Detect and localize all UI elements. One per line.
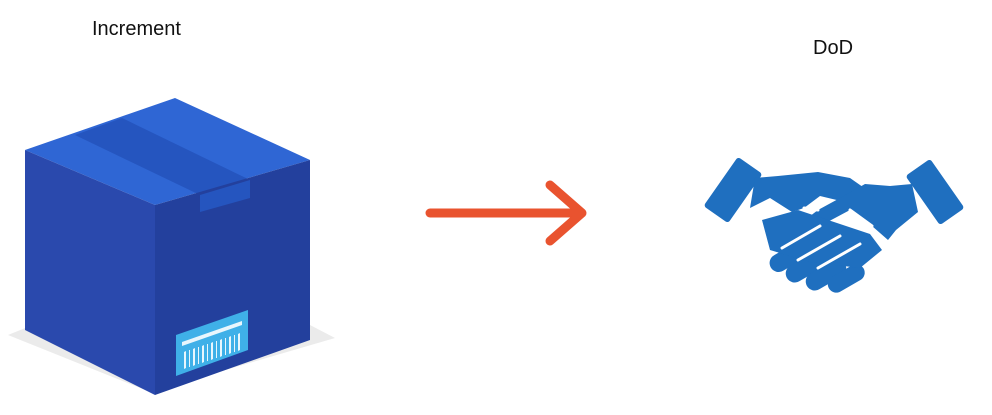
box-tape	[75, 118, 250, 195]
right-cuff	[906, 159, 964, 225]
right-arrow-icon	[425, 180, 587, 246]
left-cuff	[704, 157, 762, 223]
box-front-face	[25, 150, 155, 395]
box-side-tape	[200, 180, 250, 212]
barcode-label	[176, 310, 248, 376]
package-box-icon	[8, 98, 335, 395]
increment-label: Increment	[92, 18, 181, 40]
fingers	[762, 210, 882, 293]
left-hand	[750, 172, 870, 212]
arrow-head	[545, 180, 587, 246]
right-hand	[805, 184, 918, 240]
handshake-icon	[704, 157, 964, 293]
dod-label: DoD	[813, 37, 854, 59]
